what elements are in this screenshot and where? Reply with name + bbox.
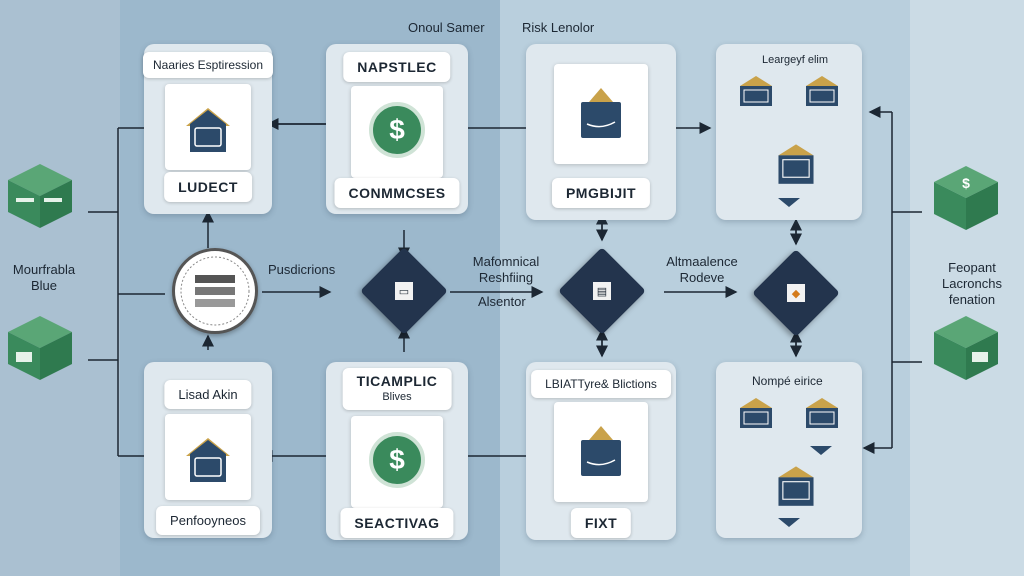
node-chip-icon: ▭ (395, 282, 413, 300)
dollar-coin-icon: $ (369, 432, 425, 488)
card-label-group: TICAMPLIC Blives (342, 368, 452, 410)
card-sublabel: Blives (382, 391, 412, 403)
card-label: LBIATTyre& Blictions (531, 370, 671, 398)
card-caption: PMGBIJIT (551, 178, 651, 208)
card-label: Nompé eirice (752, 374, 823, 388)
right-cube-top: $ (934, 166, 998, 230)
doc-stack-icon (778, 466, 814, 506)
right-cube-symbol: $ (962, 175, 970, 191)
left-cube-top (8, 164, 72, 228)
document-icon (165, 414, 251, 500)
house-icon (186, 108, 230, 152)
card-bottom-2[interactable]: TICAMPLIC Blives $ SEACTIVAG (326, 362, 468, 540)
card-caption: FIXT (570, 508, 632, 538)
card-bottom-3[interactable]: LBIATTyre& Blictions FIXT (526, 362, 676, 540)
card-label: Leargeyf elim (762, 54, 829, 66)
house-icon (186, 438, 230, 482)
card-label: Lisad Akin (164, 380, 252, 409)
seal-icon (180, 256, 250, 326)
node-chip-icon: ◆ (787, 284, 805, 302)
house-icon (581, 426, 621, 476)
caret-down-icon (778, 198, 800, 207)
flow-label-4: Altmaalence Rodeve (666, 254, 738, 285)
doc-stack-icon (740, 76, 772, 106)
card-caption: CONMMCSES (334, 178, 460, 208)
card-bottom-4[interactable]: Nompé eirice (716, 362, 862, 538)
right-side-label: Feopant Lacronchs fenation (942, 260, 1002, 307)
house-icon (581, 88, 621, 138)
card-label: TICAMPLIC (356, 373, 438, 389)
doc-stack-icon (806, 398, 838, 428)
card-bottom-1[interactable]: Lisad Akin Penfooyneos (144, 362, 272, 538)
column-title-right: Risk Lenolor (522, 20, 595, 35)
left-side-label: Mourfrabla Blue (12, 262, 76, 293)
flow-label-1: Pusdicrions (268, 262, 336, 277)
card-label: NAPSTLEC (343, 52, 451, 82)
background-far-right (910, 0, 1024, 576)
background-left (0, 0, 120, 576)
left-cube-bottom (8, 316, 72, 380)
card-top-4[interactable]: Leargeyf elim (716, 44, 862, 220)
document-icon (165, 84, 251, 170)
card-caption: LUDECT (164, 172, 252, 202)
document-icon (554, 64, 648, 164)
dollar-coin-icon: $ (369, 102, 425, 158)
document-icon: $ (351, 86, 443, 178)
card-top-3[interactable]: PMGBIJIT (526, 44, 676, 220)
card-caption: SEACTIVAG (340, 508, 454, 538)
node-chip-icon: ▤ (593, 282, 611, 300)
seal-stamp (172, 248, 258, 334)
column-title-center: Onoul Samer (408, 20, 485, 35)
card-label: Naaries Esptiression (142, 52, 274, 78)
caret-down-icon (810, 446, 832, 455)
doc-stack-icon (740, 398, 772, 428)
right-cube-bottom (934, 316, 998, 380)
doc-stack-icon (778, 144, 814, 184)
caret-down-icon (778, 518, 800, 527)
flow-label-2: Mafomnical Reshfiing (472, 254, 540, 285)
doc-stack-icon (806, 76, 838, 106)
document-icon: $ (351, 416, 443, 508)
card-top-1[interactable]: Naaries Esptiression LUDECT (142, 44, 274, 214)
card-caption: Penfooyneos (156, 506, 260, 535)
flow-label-3: Alsentor (478, 294, 526, 309)
document-icon (554, 402, 648, 502)
card-top-2[interactable]: NAPSTLEC $ CONMMCSES (326, 44, 468, 214)
